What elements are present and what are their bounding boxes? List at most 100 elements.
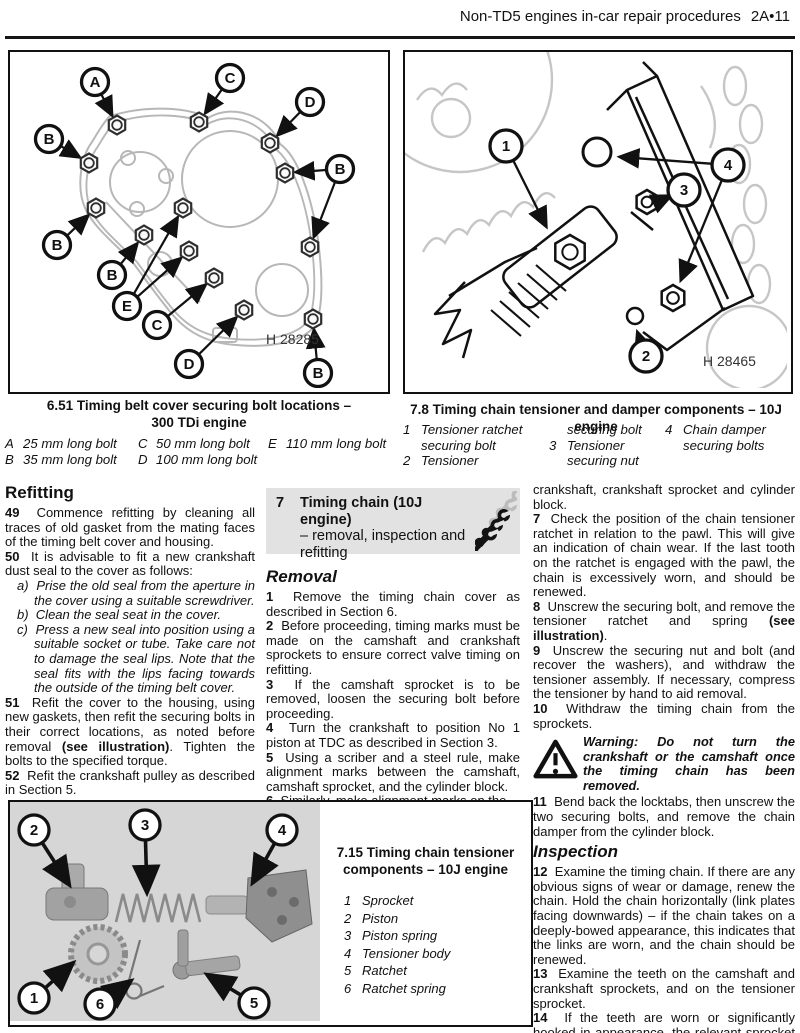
paragraph: 9 Unscrew the securing nut and bolt (and… bbox=[533, 642, 795, 702]
paragraph: 14 If the teeth are worn or significantl… bbox=[533, 1010, 795, 1033]
paragraph: crankshaft, crankshaft sprocket and cyli… bbox=[533, 482, 795, 512]
callout-arrow bbox=[66, 213, 91, 237]
callout-arrow bbox=[42, 959, 77, 993]
paragraph: 5 Using a scriber and a steel rule, make… bbox=[266, 749, 520, 794]
callout-arrow bbox=[41, 842, 72, 889]
callout-arrow bbox=[292, 160, 327, 181]
nut-icon bbox=[660, 283, 686, 313]
callout-B: B bbox=[33, 123, 65, 155]
callout-arrow bbox=[678, 180, 723, 284]
bolt-icon bbox=[234, 299, 254, 321]
text-column-middle: Removal 1 Remove the timing chain cover a… bbox=[266, 483, 520, 809]
callout-2: 2 bbox=[628, 338, 664, 374]
svg-text:5: 5 bbox=[250, 995, 258, 1012]
caption-6-51: 6.51 Timing belt cover securing bolt loc… bbox=[46, 398, 352, 430]
paragraph: 2 Before proceeding, timing marks must b… bbox=[266, 618, 520, 677]
callout-3: 3 bbox=[666, 172, 702, 208]
header-title: Non-TD5 engines in-car repair procedures bbox=[459, 8, 741, 25]
svg-text:B: B bbox=[44, 131, 55, 148]
photo-parts bbox=[45, 863, 313, 1000]
legend-row: securing nut bbox=[567, 453, 639, 468]
list-item: b) Clean the seal seat in the cover. bbox=[17, 607, 222, 623]
callout-C: C bbox=[214, 62, 246, 94]
callout-arrow bbox=[198, 315, 239, 355]
callout-D: D bbox=[294, 86, 326, 118]
callout-arrow bbox=[250, 843, 279, 887]
callout-arrow bbox=[136, 256, 184, 298]
svg-text:C: C bbox=[225, 70, 236, 87]
svg-text:D: D bbox=[184, 356, 195, 373]
callout-B: B bbox=[324, 153, 356, 185]
callout-B: B bbox=[41, 229, 73, 261]
bolt-icon bbox=[189, 111, 209, 133]
callout-arrow bbox=[311, 181, 337, 240]
callout-B: B bbox=[302, 357, 334, 389]
paragraph: 4 Turn the crankshaft to position No 1 p… bbox=[266, 720, 520, 750]
figure-ref-78: H 28465 bbox=[703, 353, 756, 369]
bolt-icon bbox=[300, 236, 320, 258]
callout-4: 4 bbox=[265, 813, 299, 847]
callout-4: 4 bbox=[710, 147, 746, 183]
callout-B: B bbox=[96, 259, 128, 291]
callout-C: C bbox=[141, 309, 173, 341]
callout-arrow bbox=[131, 840, 161, 898]
subheading: Inspection bbox=[533, 842, 619, 862]
paragraph: 50 It is advisable to fit a new cranksha… bbox=[5, 548, 255, 579]
subheading: Refitting bbox=[5, 483, 74, 502]
section-7-heading-box: 7 Timing chain (10J engine) – removal, i… bbox=[266, 488, 527, 561]
bolt-icon bbox=[107, 114, 127, 136]
subheading: Removal bbox=[266, 567, 337, 586]
bolt-icon bbox=[303, 308, 323, 330]
page-header: Non-TD5 engines in-car repair procedures… bbox=[460, 8, 790, 25]
svg-text:6: 6 bbox=[96, 996, 104, 1013]
text-column-right: crankshaft, crankshaft sprocket and cyli… bbox=[533, 482, 795, 1033]
callout-arrow bbox=[132, 214, 180, 295]
page-number: 2A•11 bbox=[750, 8, 790, 25]
svg-text:B: B bbox=[335, 161, 346, 178]
callout-arrow bbox=[167, 282, 209, 317]
callout-arrow bbox=[94, 94, 114, 119]
bolt-icon bbox=[260, 132, 280, 154]
callout-arrow bbox=[58, 139, 83, 160]
paragraph: 1 Remove the timing chain cover as descr… bbox=[266, 589, 520, 619]
bolt-icon bbox=[179, 240, 199, 262]
warning-triangle-icon bbox=[533, 735, 583, 793]
svg-text:E: E bbox=[122, 298, 132, 315]
callout-arrow bbox=[203, 88, 225, 116]
callout-arrow bbox=[305, 326, 326, 360]
figure-ref-651: H 28285 bbox=[266, 331, 319, 347]
callout-arrow bbox=[117, 240, 140, 265]
figure-7-15-caption-panel: 7.15 Timing chain tensioner components –… bbox=[320, 802, 531, 1025]
callout-5: 5 bbox=[237, 986, 271, 1020]
list-item: c) Press a new seal into position using … bbox=[17, 621, 255, 696]
paragraph: 52 Refit the crankshaft pulley as descri… bbox=[5, 767, 255, 798]
paragraph: 51 Refit the cover to the housing, using… bbox=[5, 694, 255, 769]
callout-2: 2 bbox=[17, 813, 51, 847]
nut-icon bbox=[554, 233, 586, 271]
svg-text:2: 2 bbox=[642, 348, 650, 365]
section-title: Timing chain (10J engine) – removal, ins… bbox=[300, 495, 466, 561]
svg-text:2: 2 bbox=[30, 822, 38, 839]
bolt-icon bbox=[86, 197, 106, 219]
paragraph: 7 Check the position of the chain tensio… bbox=[533, 511, 795, 600]
header-rule bbox=[5, 36, 795, 39]
callout-1: 1 bbox=[488, 128, 524, 164]
nut-icon bbox=[635, 188, 659, 216]
difficulty-spanner-icons bbox=[468, 489, 527, 557]
